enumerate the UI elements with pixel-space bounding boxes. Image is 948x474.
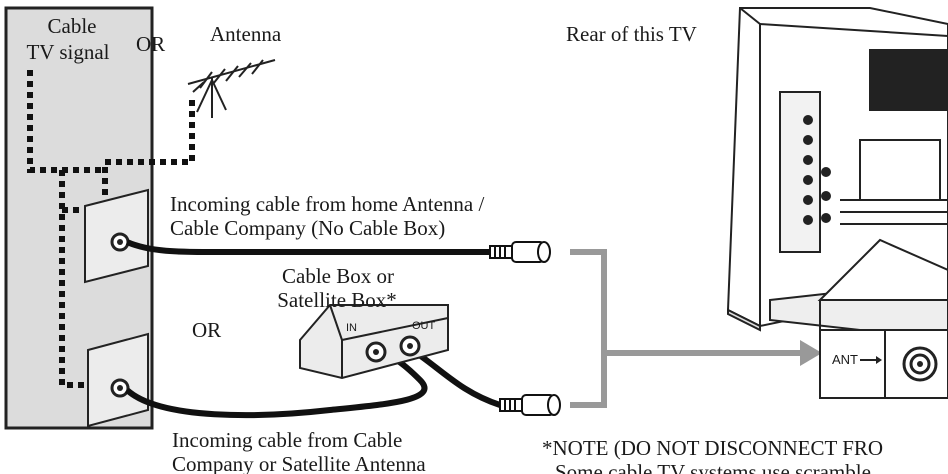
cable-box-label: Cable Box or [282,264,394,288]
ant-label: ANT [832,352,858,367]
connection-bracket [570,249,800,408]
box-out-label: OUT [412,320,436,332]
cable-tv-signal-label-2: TV signal [26,40,110,64]
antenna-feed-line [102,100,195,198]
or-label-mid: OR [192,318,222,342]
coax-plug-lower [499,394,561,416]
incoming-cable-label-2: Company or Satellite Antenna [172,452,426,474]
wall-outlet-lower [87,332,149,428]
coax-cable-upper [125,239,490,255]
ant-inset [817,238,948,399]
cable-tv-signal-label: Cable [47,14,97,38]
incoming-home-label: Incoming cable from home Antenna / [170,192,485,216]
cable-box-label-2: Satellite Box* [277,288,397,312]
or-label-top: OR [136,32,166,56]
wall-outlet-upper [84,188,149,284]
incoming-home-label-2: Cable Company (No Cable Box) [170,216,446,240]
note-label-2: Some cable TV systems use scramble [555,460,871,474]
antenna-label: Antenna [210,22,282,46]
coax-cable-box-out [410,347,501,408]
coax-plug-upper [489,241,551,263]
incoming-cable-label: Incoming cable from Cable [172,428,403,452]
rear-of-tv-label: Rear of this TV [566,22,697,46]
antenna-icon [187,59,276,118]
box-in-label: IN [346,322,357,334]
cable-box [299,304,449,380]
note-label: *NOTE (DO NOT DISCONNECT FRO [542,436,884,460]
connection-arrow [800,340,822,366]
coax-cable-lower [124,349,428,419]
